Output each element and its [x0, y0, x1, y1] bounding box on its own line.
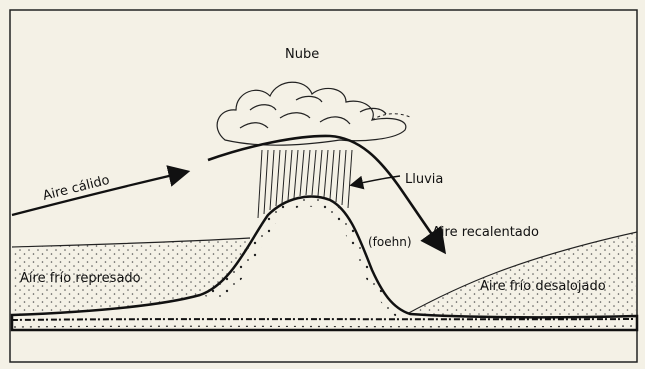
label-nube: Nube	[285, 47, 319, 62]
label-foehn: (foehn)	[368, 235, 412, 249]
label-lluvia: Lluvia	[405, 172, 443, 187]
label-aire-recalentado: Aire recalentado	[432, 225, 539, 240]
label-aire-frio-desalojado: Aire frío desalojado	[480, 279, 606, 294]
label-aire-frio-represado: Aíre frío represado	[20, 271, 141, 286]
